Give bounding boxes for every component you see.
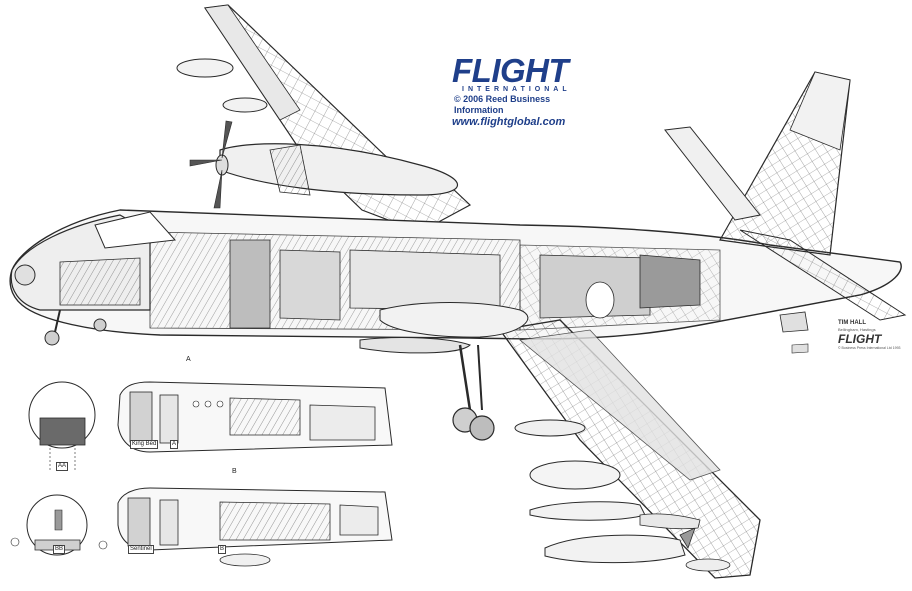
brand-url: www.flightglobal.com [452,116,566,128]
credit-thumbnail [779,311,809,354]
top-interior-view [117,381,393,453]
credit-note: Bellingham, Hastings [838,327,876,332]
far-engine-nacelle [176,58,458,196]
credit-logo: FLIGHT [838,332,882,346]
section-b-arrow-label: B [232,468,237,475]
section-bb-label: BB [53,545,66,554]
bottom-interior-view [117,487,393,567]
main-landing-gear [452,344,495,441]
credit-artist: TIM HALL [838,320,866,326]
far-wing [203,4,472,233]
cockpit-nose [10,211,177,311]
horizontal-stabilizer [664,126,907,321]
brand-copyright: © 2006 Reed Business Information [454,94,551,115]
section-aa-label: AA [56,462,69,471]
section-a-arrow-label: A [186,356,191,363]
artist-credit: TIM HALL Bellingham, Hastings FLIGHT © B… [838,320,908,351]
credit-copyright: © Business Press International Ltd 1993 [838,346,901,350]
brand-title: FLIGHT [452,52,569,89]
flight-international-logo: FLIGHT INTERNATIONAL © 2006 Reed Busines… [452,52,582,129]
far-propeller [189,120,233,209]
top-view-label: King Bed [130,440,159,449]
bottom-view-marker: B [218,545,227,554]
brand-subtitle: INTERNATIONAL [462,86,571,93]
vertical-tail-fin [719,71,851,256]
section-bb-diagram [10,494,108,556]
nose-landing-gear [44,309,107,346]
underwing-stores [514,419,731,572]
top-view-marker: A [170,440,179,449]
bottom-view-label: Sentinel [128,545,154,554]
section-aa-diagram [28,381,96,470]
near-wing [498,319,761,579]
near-engine-nacelle [359,302,529,354]
